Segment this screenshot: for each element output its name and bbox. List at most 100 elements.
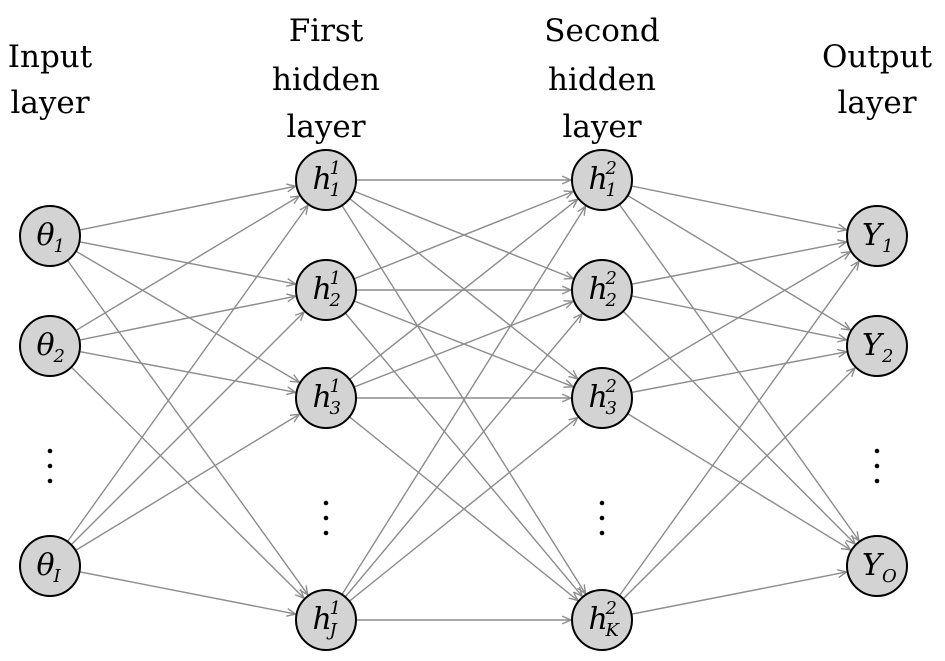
node-superscript: 2: [605, 268, 617, 289]
node-circle: [19, 315, 81, 377]
edge-input-2-to-hidden1-1: [70, 312, 304, 546]
edge-hidden2-1-to-output-0: [631, 242, 846, 285]
ellipsis-hidden2: [599, 500, 605, 536]
node-label: θ: [37, 328, 55, 363]
node-subscript: I: [53, 566, 62, 587]
node-hidden1-4: h1J: [295, 589, 357, 651]
node-circle: [846, 315, 908, 377]
layer-title-hidden1-line-1: First: [289, 13, 364, 49]
layer-title-output-line-2: layer: [837, 85, 916, 121]
layer-title-hidden2-line-2: hidden: [548, 62, 656, 98]
ellipsis-dot-output-1: [874, 448, 880, 454]
node-circle: [571, 589, 633, 651]
node-circle: [571, 259, 633, 321]
edge-hidden1-1-to-hidden2-0: [353, 191, 573, 280]
edge-hidden1-3-to-hidden2-2: [348, 417, 577, 602]
node-label: h: [313, 272, 332, 307]
node-input-1: θ2: [19, 315, 81, 377]
node-hidden2-2: h23: [571, 367, 633, 429]
node-subscript: K: [605, 620, 621, 641]
node-hidden1-0: h11: [295, 149, 357, 211]
edge-input-2-to-hidden1-0: [66, 205, 308, 543]
node-circle: [19, 205, 81, 267]
node-circle: [295, 367, 357, 429]
node-label: h: [589, 272, 608, 307]
ellipsis-dot-input-2: [47, 463, 53, 469]
node-superscript: 1: [330, 376, 341, 397]
node-superscript: 1: [330, 598, 341, 619]
node-label: θ: [37, 548, 55, 583]
edge-hidden2-3-to-output-2: [631, 572, 846, 615]
node-hidden2-0: h21: [571, 149, 633, 211]
ellipsis-dot-hidden2-2: [599, 515, 605, 521]
layer-title-hidden2-line-1: Second: [544, 13, 659, 49]
node-superscript: 1: [330, 268, 341, 289]
node-subscript: 1: [606, 180, 617, 201]
ellipsis-input: [47, 448, 53, 484]
node-hidden2-1: h22: [571, 259, 633, 321]
ellipsis-dot-output-3: [874, 478, 880, 484]
edge-hidden1-2-to-hidden2-1: [353, 301, 573, 388]
node-label: h: [589, 602, 608, 637]
node-circle: [19, 535, 81, 597]
node-subscript: O: [882, 566, 897, 587]
edge-input-1-to-hidden1-2: [79, 350, 295, 393]
node-label: h: [313, 162, 332, 197]
node-label: h: [313, 380, 332, 415]
node-label: θ: [37, 218, 55, 253]
ellipsis-dot-hidden1-1: [323, 500, 329, 506]
edge-hidden2-2-to-output-2: [627, 413, 851, 550]
edge-input-2-to-hidden1-3: [79, 571, 295, 614]
node-label: h: [589, 162, 608, 197]
node-subscript: 3: [330, 398, 341, 419]
node-input-3: θI: [19, 535, 81, 597]
edge-input-0-to-hidden1-0: [79, 186, 295, 231]
node-hidden1-1: h12: [295, 259, 357, 321]
node-label: Y: [862, 548, 885, 583]
layer-title-output-line-1: Output: [822, 39, 933, 75]
ellipsis-dot-hidden2-3: [599, 530, 605, 536]
node-hidden2-4: h2K: [571, 589, 633, 651]
layer-title-hidden2-line-3: layer: [562, 109, 641, 145]
ellipsis-dot-hidden2-1: [599, 500, 605, 506]
node-superscript: 2: [605, 158, 617, 179]
ellipsis-hidden1: [323, 500, 329, 536]
node-circle: [846, 535, 908, 597]
edge-input-0-to-hidden1-2: [75, 250, 299, 382]
ellipsis-dot-output-2: [874, 463, 880, 469]
node-superscript: 2: [605, 376, 617, 397]
node-hidden1-2: h13: [295, 367, 357, 429]
edge-hidden2-2-to-output-1: [631, 352, 846, 394]
node-subscript: 2: [53, 346, 65, 367]
edge-hidden2-3-to-output-1: [622, 368, 855, 600]
node-superscript: 2: [605, 598, 617, 619]
edge-input-1-to-hidden1-1: [79, 296, 295, 341]
node-subscript: 2: [605, 290, 617, 311]
ellipsis-output: [874, 448, 880, 484]
node-subscript: 3: [606, 398, 617, 419]
node-subscript: 2: [881, 346, 893, 367]
layer-title-hidden1-line-3: layer: [286, 109, 365, 145]
node-circle: [295, 259, 357, 321]
edge-hidden2-0-to-output-0: [631, 185, 846, 230]
layer-title-input-line-1: Input: [8, 39, 93, 75]
node-superscript: 1: [330, 158, 341, 179]
edge-hidden2-2-to-output-0: [627, 252, 850, 384]
node-circle: [295, 149, 357, 211]
node-circle: [295, 589, 357, 651]
node-circle: [846, 205, 908, 267]
node-subscript: J: [326, 620, 339, 641]
ellipsis-dot-input-1: [47, 448, 53, 454]
connection-edges: [66, 180, 859, 620]
layer-titles: InputlayerFirsthiddenlayerSecondhiddenla…: [8, 13, 933, 145]
node-subscript: 1: [330, 180, 341, 201]
edge-hidden2-3-to-output-0: [618, 261, 858, 597]
node-label: Y: [862, 218, 885, 253]
node-label: h: [589, 380, 608, 415]
node-label: h: [313, 602, 332, 637]
node-subscript: 1: [54, 236, 65, 257]
node-subscript: 2: [329, 290, 341, 311]
node-circle: [571, 367, 633, 429]
